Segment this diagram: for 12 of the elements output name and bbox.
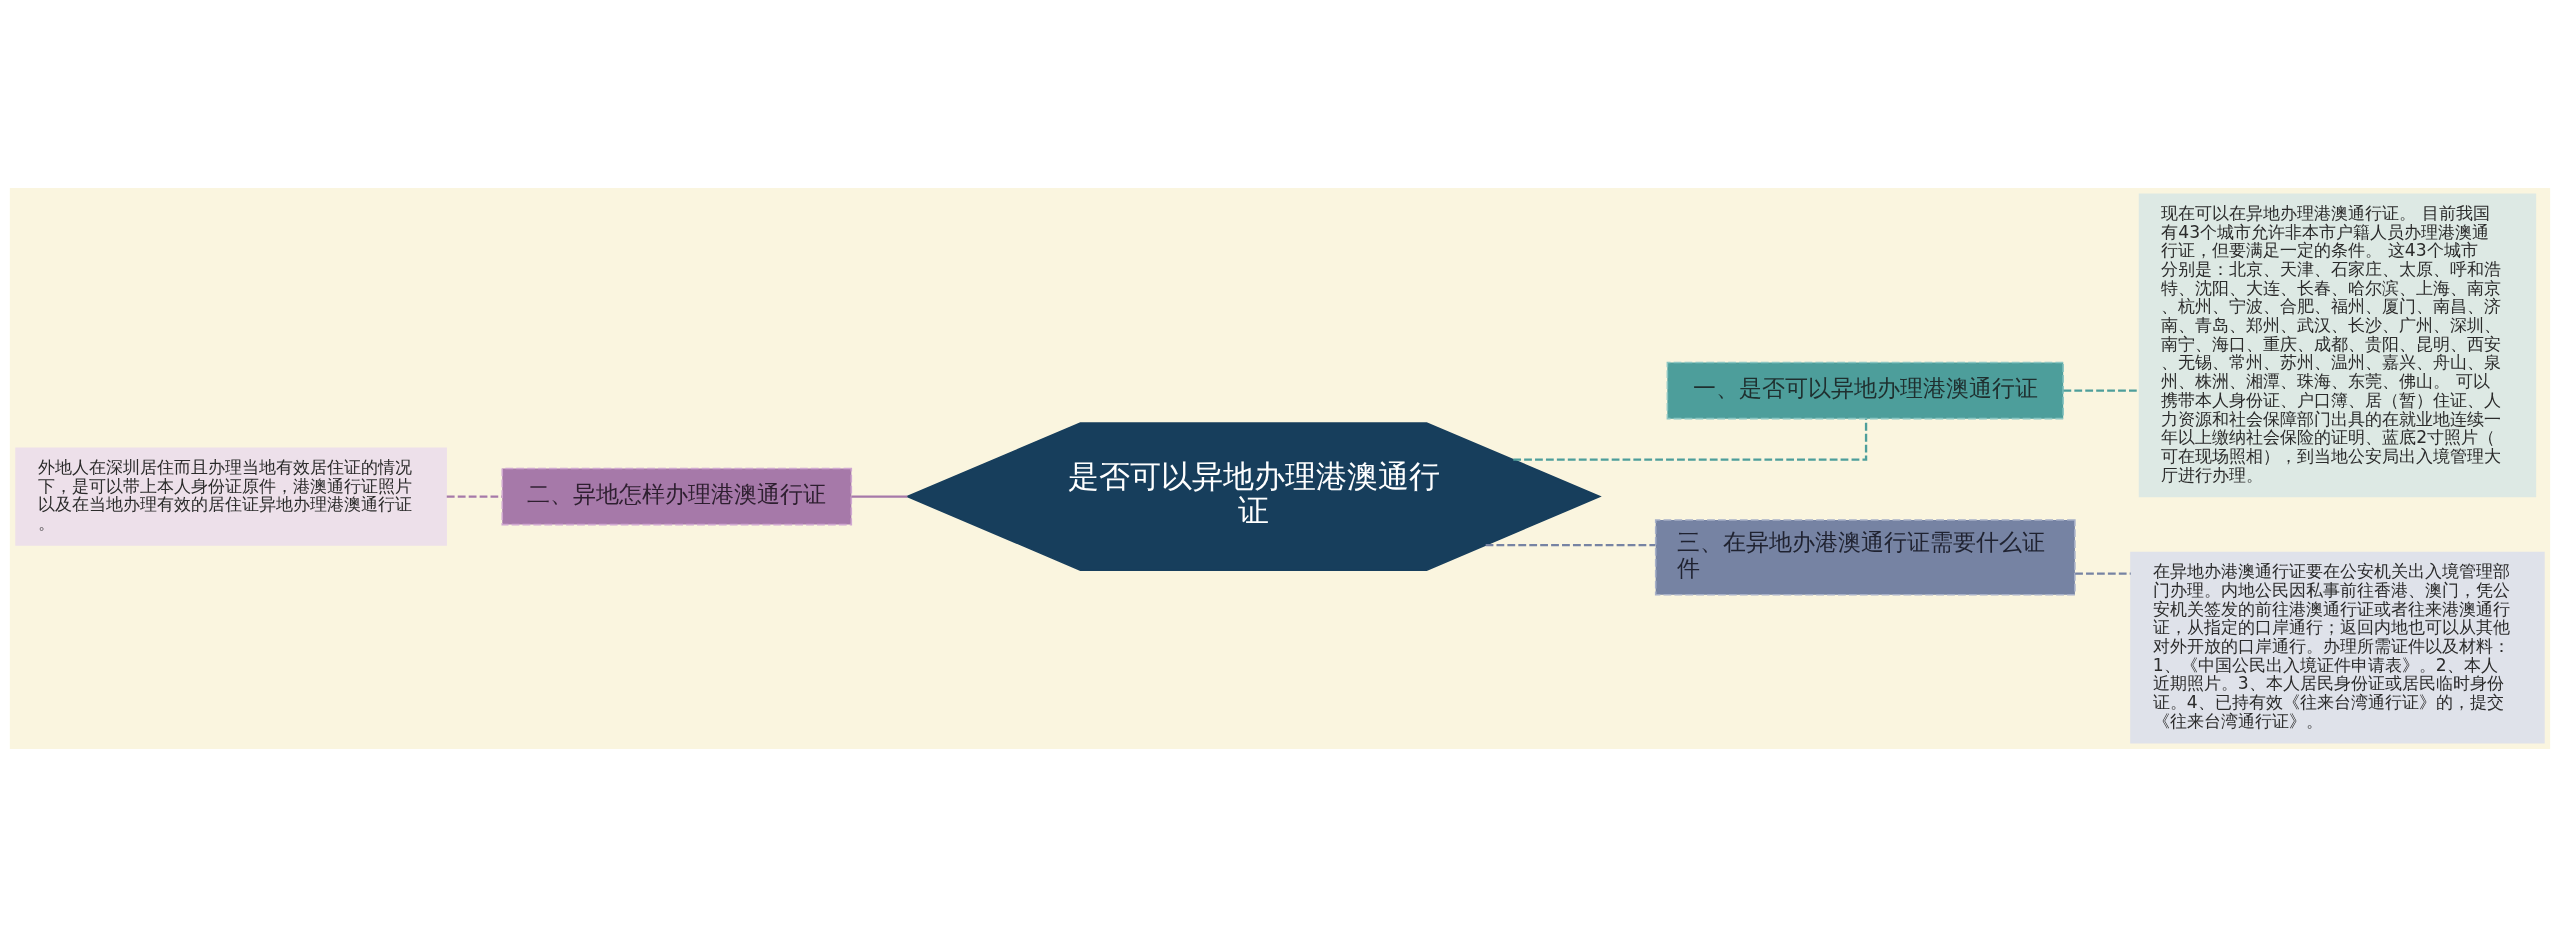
connector xyxy=(446,495,502,498)
node-box: 三、在异地办港澳通行证需要什么证件 xyxy=(1654,519,2076,596)
node-box: 外地人在深圳居住而且办理当地有效居住证的情况下，是可以带上本人身份证原件，港澳通行证照片以及在当地办理有效的居住证异地办理港澳通行证。 xyxy=(15,447,447,546)
connector xyxy=(851,495,908,498)
connector xyxy=(2075,572,2131,575)
node-box: 现在可以在异地办理港澳通行证。 目前我国有43个城市允许非本市户籍人员办理港澳通行证，但要满足一定的条件。 这43个城市分别是：北京、天津、石家庄、太原、呼和浩特、沈阳、大连、长春、哈尔滨、上海、南京、杭州、宁波、合肥、福州、厦门、南昌、济南、青岛、郑州、武汉、长沙、广州、深圳、南宁、海口、重庆、成都、贵阳、昆明、西安、无锡、常州、苏州、温州、嘉兴、舟山、泉州、株洲、湘潭、珠海、东莞、佛山。 可以携带本人身份证、户口簿、居（暂）住证、人力资源和社会保障部门出具的在就业地连续一年以上缴纳社会保险的证明、蓝底2寸照片（可在现场照相），到当地公安局出入境管理大厅进行办理。 xyxy=(2138,193,2537,498)
connector xyxy=(1485,543,1656,547)
connector xyxy=(1513,418,1868,461)
node-box: 在异地办港澳通行证要在公安机关出入境管理部门办理。内地公民因私事前往香港、澳门，凭公安机关签发的前往港澳通行证或者往来港澳通行证，从指定的口岸通行；返回内地也可以从其他对外开放的口岸通行。办理所需证件以及材料：1、《中国公民出入境证件申请表》。2、本人近期照片。3、本人居民身份证或居民临时身份证。4、已持有效《往来台湾通行证》的，提交《往来台湾通行证》。 xyxy=(2130,551,2545,744)
connector xyxy=(2063,389,2139,392)
node-box: 二、异地怎样办理港澳通行证 xyxy=(501,467,853,526)
node-box: 一、是否可以异地办理港澳通行证 xyxy=(1666,361,2064,420)
